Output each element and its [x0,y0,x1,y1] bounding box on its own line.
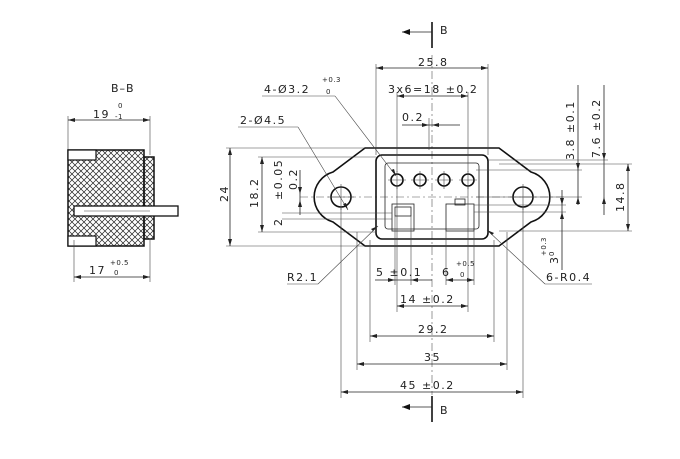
dim-5: 5 ±0.1 [376,266,422,279]
label-contact-holes: 4-Ø3.2 [264,83,310,96]
dim-6-tol-lower: 0 [460,271,465,279]
bottom-dimensions: R2.1 6-R0.4 5 ±0.1 6 +0.5 0 14 ±0.2 29.2 [287,186,592,398]
dim-3: 3 [548,256,561,265]
label-radius-r0-4: 6-R0.4 [546,271,591,284]
dim-3-tol-lower: 0 [548,251,556,256]
left-dimensions: 24 18.2 ±0.05 0.2 2 [218,147,392,247]
label-contact-holes-tol-upper: +0.3 [322,76,341,84]
dim-contact-pitch: 3x6=18 ±0.2 [388,83,478,96]
dim-7-6: 7.6 ±0.2 [590,98,603,158]
right-dimensions: 3.8 ±0.1 7.6 ±0.2 14.8 3 +0.3 0 [474,85,632,270]
dim-height-24: 24 [218,185,231,202]
dim-3-tol-upper: +0.3 [540,237,548,256]
dim-6-tol-upper: +0.5 [456,260,475,268]
dim-35: 35 [424,351,441,364]
dim-3-8: 3.8 ±0.1 [564,100,577,160]
dim-vertical-0-2: 0.2 [287,168,300,190]
dim-6: 6 [442,266,451,279]
dim-centre-offset: 0.2 [402,111,424,124]
dim-29-2: 29.2 [418,323,449,336]
label-radius-r2-1: R2.1 [287,271,318,284]
dim-height-18-2: 18.2 [248,178,261,209]
section-marker-top-label: B [440,24,449,37]
side-width-tol-upper: 0 [118,102,123,110]
side-width-dim: 19 [93,108,110,121]
front-view [300,55,565,395]
section-marker-top: B [402,22,449,48]
top-dimensions: 25.8 4-Ø3.2 +0.3 0 3x6=18 ±0.2 0.2 2-Ø4.… [238,56,489,211]
dim-tol-0-05: ±0.05 [272,159,285,200]
section-view: B–B 19 0 -1 17 +0.5 0 [67,82,179,282]
dim-overall-width: 25.8 [418,56,449,69]
dim-14-8: 14.8 [614,182,627,213]
label-mounting-holes: 2-Ø4.5 [240,114,286,127]
label-contact-holes-tol-lower: 0 [326,88,331,96]
dim-2: 2 [272,218,285,227]
dim-45: 45 ±0.2 [400,379,455,392]
side-bottom-tol-lower: 0 [114,269,119,277]
side-width-tol-lower: -1 [115,113,123,121]
section-marker-bottom: B [402,396,449,422]
section-marker-bottom-label: B [440,404,449,417]
section-title: B–B [111,82,135,95]
side-bottom-dim: 17 [89,264,106,277]
side-bottom-tol-upper: +0.5 [110,259,129,267]
dim-14: 14 ±0.2 [400,293,455,306]
